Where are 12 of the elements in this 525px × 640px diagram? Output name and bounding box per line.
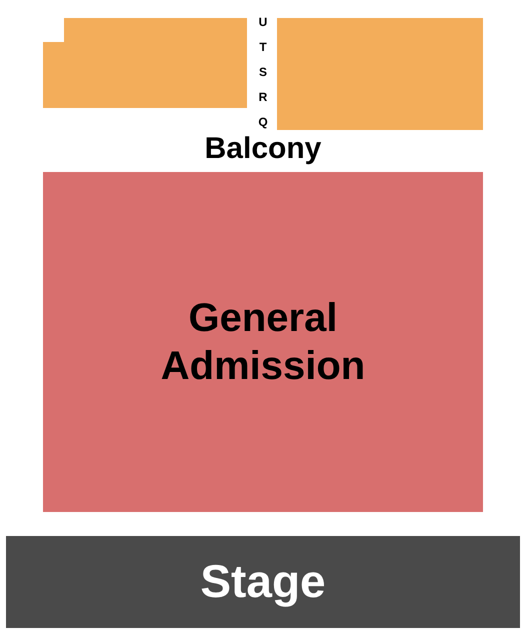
balcony-section bbox=[277, 18, 483, 130]
stage-area bbox=[6, 536, 520, 628]
row-letter: R bbox=[258, 91, 268, 103]
general-admission-section bbox=[43, 172, 483, 512]
row-letter: T bbox=[259, 41, 267, 53]
section-label: Stage bbox=[200, 554, 326, 610]
section-label: General Admission bbox=[160, 295, 366, 390]
balcony-heading: Balcony bbox=[204, 134, 322, 164]
row-letter: S bbox=[259, 66, 267, 78]
row-letter: U bbox=[258, 16, 268, 28]
row-letter: Q bbox=[258, 116, 268, 128]
balcony-section bbox=[43, 18, 247, 108]
